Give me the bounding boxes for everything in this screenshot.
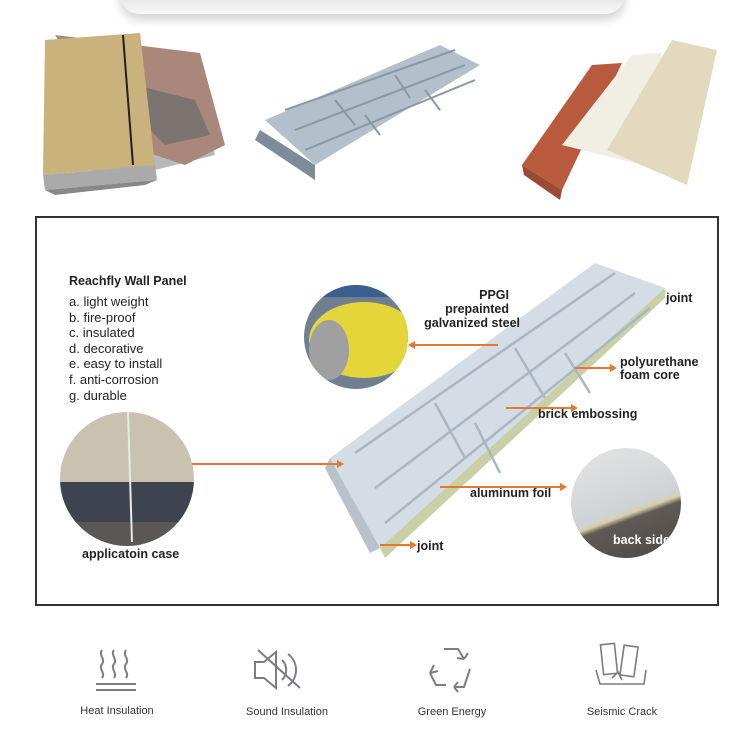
application-label: applicatoin case [82, 547, 180, 561]
application-case-image [60, 412, 194, 546]
ppgi-arrow [408, 341, 498, 348]
joint-top-label: joint [666, 291, 693, 305]
sound-insulation-label: Sound Insulation [246, 706, 328, 718]
foam-arrow [575, 364, 617, 371]
joint-bottom-label: joint [417, 539, 444, 553]
back-side-image: back side [571, 448, 681, 558]
brick-embossing-label: brick embossing [538, 407, 638, 421]
back-side-label: back side [613, 533, 670, 547]
heat-icon [96, 649, 136, 691]
building-crack-icon [595, 642, 647, 685]
brick-arrow [506, 404, 578, 411]
feature-item: a. light weight [69, 294, 149, 309]
foil-arrow [440, 483, 567, 490]
sandwich-panel-illustration [325, 263, 665, 558]
ppgi-label-3: galvanized steel [424, 316, 520, 330]
product-title: Reachfly Wall Panel [69, 274, 187, 288]
ppgi-label: PPGI [479, 288, 509, 302]
foam-core-label: polyurethane [620, 355, 699, 369]
ppgi-label-2: prepainted [445, 302, 509, 316]
foam-core-label-2: foam core [620, 368, 680, 382]
feature-item: d. decorative [69, 341, 144, 356]
feature-item: g. durable [69, 388, 127, 403]
feature-item: b. fire-proof [69, 310, 136, 325]
application-arrow [192, 460, 344, 467]
sound-off-icon [254, 649, 301, 691]
top-shadow-bar [120, 0, 625, 14]
brick-panel-image [255, 45, 480, 180]
aluminum-foil-label: aluminum foil [470, 486, 552, 500]
heat-insulation-label: Heat Insulation [80, 705, 154, 717]
joint-arrow [380, 541, 417, 548]
ppgi-coil-image [304, 285, 408, 389]
feature-item: e. easy to install [69, 356, 163, 371]
green-energy-label: Green Energy [417, 706, 487, 718]
feature-item: c. insulated [69, 325, 135, 340]
seismic-crack-label: Seismic Crack [586, 706, 658, 718]
feature-item: f. anti-corrosion [69, 372, 159, 387]
recycle-icon [429, 648, 471, 693]
colored-panels-image [522, 40, 717, 200]
stone-panel-image [43, 33, 225, 195]
